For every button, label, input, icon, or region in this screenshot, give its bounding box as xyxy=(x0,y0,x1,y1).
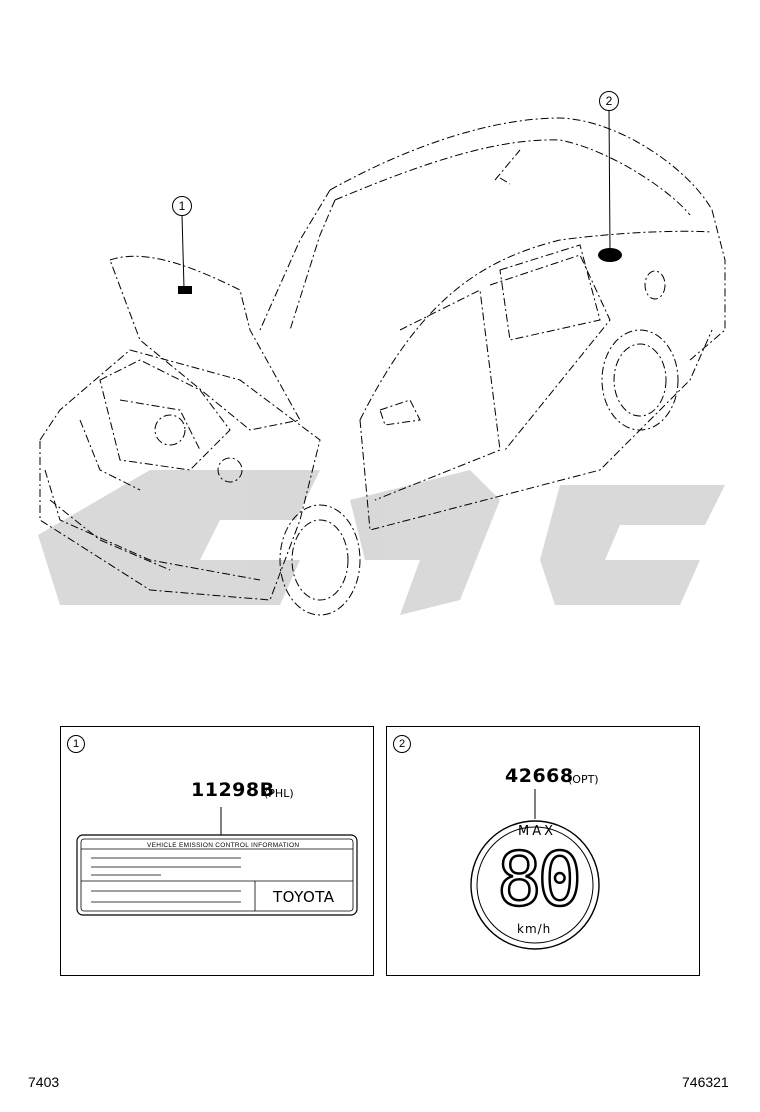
callout-1: 1 xyxy=(172,196,192,216)
watermark xyxy=(38,470,725,615)
speed-sign-max: MAX xyxy=(518,824,557,839)
panel-number-1: 1 xyxy=(67,735,85,753)
speed-sign-value: 80 xyxy=(496,837,584,923)
speed-sticker-drawing xyxy=(470,789,600,950)
part-number-2: 42668 xyxy=(505,765,574,787)
car-outline xyxy=(39,117,726,616)
label-location-1 xyxy=(178,286,192,294)
leader-line-2 xyxy=(608,109,611,251)
part-number-1: 11298B xyxy=(191,779,275,801)
panel-label-1: 1 11298B (PHL) VEHICLE EMISSION CONTROL … xyxy=(60,726,374,976)
panel-number-2: 2 xyxy=(393,735,411,753)
panel-label-2: 2 42668 (OPT) MAX 80 km/h xyxy=(386,726,700,976)
footer-page-ref: 7403 xyxy=(28,1074,60,1090)
label-location-2 xyxy=(598,248,622,262)
label-brand: TOYOTA xyxy=(273,888,335,906)
emission-label-drawing xyxy=(76,807,358,916)
label-heading: VEHICLE EMISSION CONTROL INFORMATION xyxy=(147,842,300,849)
part-note-1: (PHL) xyxy=(264,787,294,800)
vehicle-diagram: 1 2 xyxy=(38,91,726,616)
speed-sign-unit: km/h xyxy=(517,922,552,936)
part-note-2: (OPT) xyxy=(568,773,599,786)
callout-2: 2 xyxy=(599,91,619,111)
leader-line-1 xyxy=(181,214,185,289)
footer-illustration-id: 746321 xyxy=(682,1074,729,1090)
